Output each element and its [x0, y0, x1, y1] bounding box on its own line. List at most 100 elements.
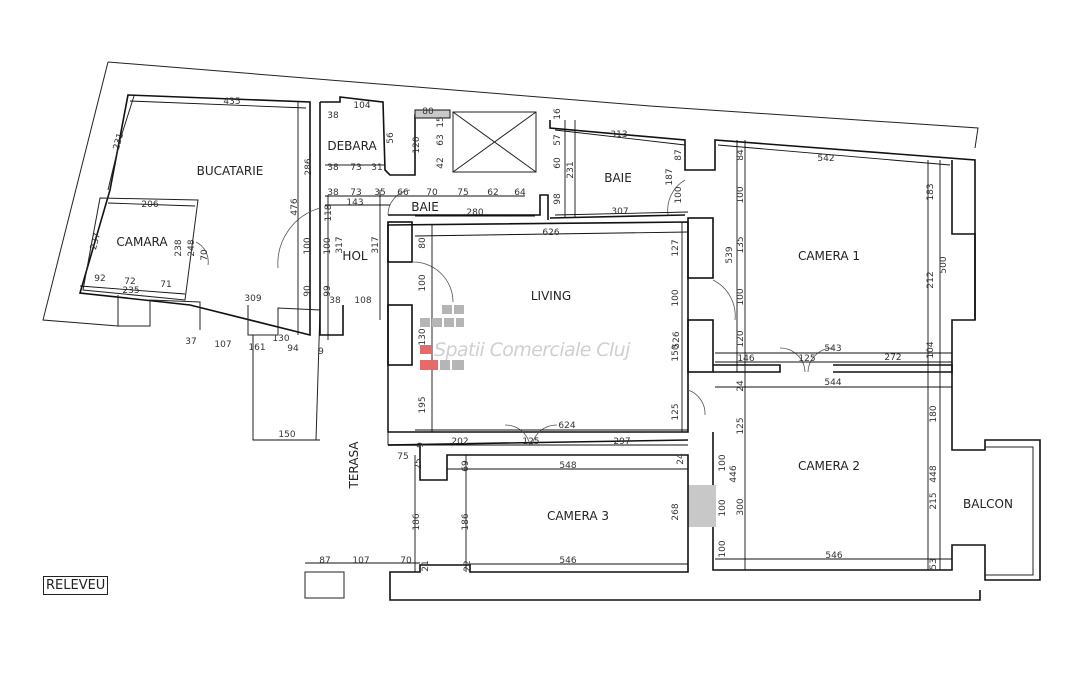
- dimension-label: 235: [122, 286, 139, 296]
- room-label: CAMERA 3: [547, 509, 609, 523]
- dimension-label: 69: [461, 460, 471, 472]
- wall-pier-1: [387, 221, 413, 263]
- dimension-label: 317: [371, 236, 381, 253]
- dimension-label: 57: [553, 134, 563, 145]
- door-arc-baie2: [667, 179, 686, 216]
- dimension-label: 99: [323, 285, 333, 297]
- dimension-label: 16: [553, 108, 563, 120]
- dimension-label: 108: [354, 296, 371, 306]
- dimension-label: 317: [335, 236, 345, 253]
- dimension-label: 53: [929, 558, 939, 569]
- wall-camera1-right: [712, 160, 1041, 581]
- outer-outline-left: [42, 61, 119, 327]
- dimension-label: 546: [825, 551, 842, 561]
- dimension-label: 150: [278, 430, 295, 440]
- door-arc-living2: [504, 424, 531, 446]
- dimension-label: 313: [610, 130, 627, 140]
- dimension-label: 125: [522, 437, 539, 447]
- wall-hol: [319, 102, 344, 336]
- dimension-label: 87: [319, 556, 330, 566]
- dimension-label: 84: [736, 149, 746, 161]
- wall-kitchen-inner: [107, 95, 135, 191]
- dimension-label: 143: [346, 198, 363, 208]
- wall-camera3: [388, 444, 981, 601]
- dimension-label: 100: [736, 186, 746, 203]
- dimension-label: 183: [926, 183, 936, 200]
- dimension-label: 195: [418, 396, 428, 413]
- wall-baie-mid: [388, 194, 549, 220]
- dimension-label: 71: [160, 280, 171, 290]
- dimension-label: 448: [929, 465, 939, 482]
- dimension-label: 120: [736, 330, 746, 347]
- dimension-label: 548: [559, 461, 576, 471]
- dimension-label: 72: [124, 277, 135, 287]
- dimension-label: 104: [353, 101, 370, 111]
- dimension-label: 180: [929, 405, 939, 422]
- dimension-label: 307: [611, 207, 628, 217]
- dimension-label: 268: [671, 503, 681, 520]
- dimension-label: 125: [798, 354, 815, 364]
- dimension-label: 56: [386, 132, 396, 144]
- dimension-label: 80: [422, 107, 434, 117]
- dimension-label: 64: [514, 188, 526, 198]
- dimension-label: 539: [725, 246, 735, 263]
- wall-pier-3: [687, 217, 714, 279]
- dimension-label: 42: [436, 157, 446, 168]
- dimension-label: 15: [436, 116, 446, 127]
- dimension-label: 526: [672, 331, 682, 348]
- dimension-label: 70: [426, 188, 438, 198]
- wall-baie-right: [549, 120, 976, 320]
- dimension-label: 272: [884, 353, 901, 363]
- wall-camara: [82, 197, 199, 301]
- dimension-label: 38: [327, 111, 339, 121]
- shaft-x2: [452, 111, 537, 173]
- dimension-label: 546: [559, 556, 576, 566]
- dimension-label: 73: [350, 163, 361, 173]
- door-arc-living3: [531, 424, 558, 446]
- dimension-label: 212: [926, 271, 936, 288]
- dimension-label: 75: [397, 452, 408, 462]
- room-label: BAIE: [411, 200, 439, 214]
- dimension-label: 231: [112, 132, 126, 151]
- dimension-label: 446: [729, 465, 739, 482]
- door-arc-camera1: [712, 279, 736, 321]
- room-label: BAIE: [604, 171, 632, 185]
- dimension-label: 37: [185, 337, 196, 347]
- dimension-label: 500: [939, 256, 949, 273]
- dimension-label: 62: [487, 188, 498, 198]
- wall-pier-2: [387, 304, 413, 366]
- dimension-label: 100: [303, 237, 313, 254]
- terrace-box: [304, 571, 345, 599]
- dimension-label: 38: [327, 188, 339, 198]
- dimension-label: 120: [412, 136, 422, 153]
- room-label: CAMERA 1: [798, 249, 860, 263]
- dimension-label: 125: [671, 403, 681, 420]
- dimension-label: 286: [304, 158, 314, 175]
- dimension-label: 80: [418, 237, 428, 249]
- dimension-label: 135: [736, 236, 746, 253]
- dimension-label: 75: [457, 188, 468, 198]
- dimension-label: 280: [466, 208, 483, 218]
- dimension-label: 202: [451, 437, 468, 447]
- wall-bucatarie: [78, 94, 311, 337]
- dimension-label: 476: [290, 198, 300, 215]
- grey-block-2: [688, 485, 716, 527]
- dimension-label: 100: [674, 186, 684, 203]
- dimension-label: 73: [350, 188, 361, 198]
- dimension-label: 66: [397, 188, 409, 198]
- door-arc-living: [411, 261, 454, 303]
- room-label: HOL: [342, 249, 367, 263]
- dimension-label: 127: [671, 239, 681, 256]
- shaft: [452, 111, 537, 173]
- room-label: BALCON: [963, 497, 1013, 511]
- dimension-label: 9: [318, 347, 324, 357]
- dimension-label: 297: [613, 437, 630, 447]
- dimension-label: 90: [303, 285, 313, 297]
- door-arc-camera1b: [779, 347, 806, 373]
- room-label: CAMARA: [116, 235, 168, 249]
- room-label: DEBARA: [327, 139, 377, 153]
- dimension-label: 118: [324, 204, 334, 221]
- wall-camera-mid: [713, 364, 781, 373]
- dimension-label: 300: [736, 498, 746, 515]
